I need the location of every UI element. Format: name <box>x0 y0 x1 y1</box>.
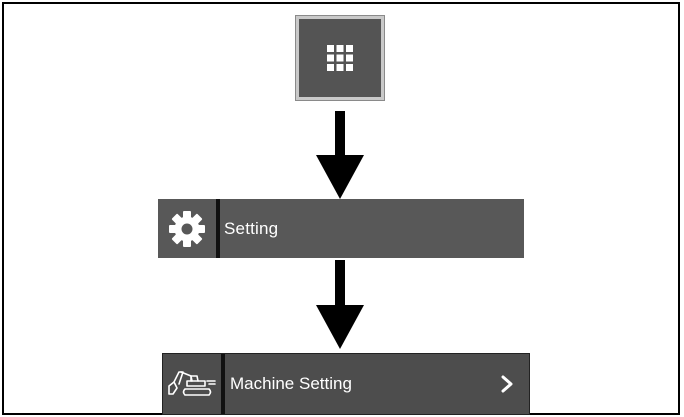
flow-arrow-2 <box>316 260 364 349</box>
grid-menu-icon <box>325 43 355 73</box>
menu-button[interactable] <box>295 15 385 101</box>
machine-setting-menu-item[interactable]: Machine Setting <box>162 353 530 415</box>
gear-icon <box>158 199 220 258</box>
machine-setting-label: Machine Setting <box>230 374 352 393</box>
flow-arrow-1 <box>316 111 364 199</box>
chevron-right-icon <box>485 354 529 414</box>
excavator-icon <box>163 354 225 414</box>
setting-label: Setting <box>224 218 279 238</box>
setting-menu-item[interactable]: Setting <box>158 199 524 258</box>
